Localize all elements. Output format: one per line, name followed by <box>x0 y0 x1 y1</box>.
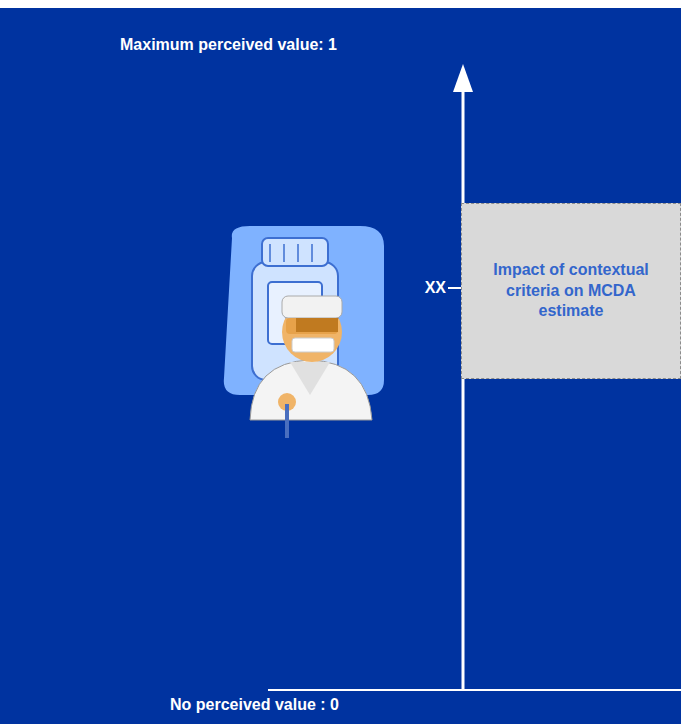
baseline <box>268 689 681 691</box>
contextual-criteria-box: Impact of contextual criteria on MCDA es… <box>461 203 681 379</box>
value-axis <box>462 90 465 690</box>
tick-mark <box>448 287 462 289</box>
pharmacist-icon <box>224 226 384 438</box>
axis-label: Maximum perceived value: 1 <box>120 36 337 54</box>
axis-marker: XX <box>425 279 446 297</box>
box-text: Impact of contextual criteria on MCDA es… <box>473 260 669 322</box>
axis-arrowhead <box>453 64 473 92</box>
axis-label: No perceived value : 0 <box>170 696 339 714</box>
top-strip <box>0 0 681 8</box>
